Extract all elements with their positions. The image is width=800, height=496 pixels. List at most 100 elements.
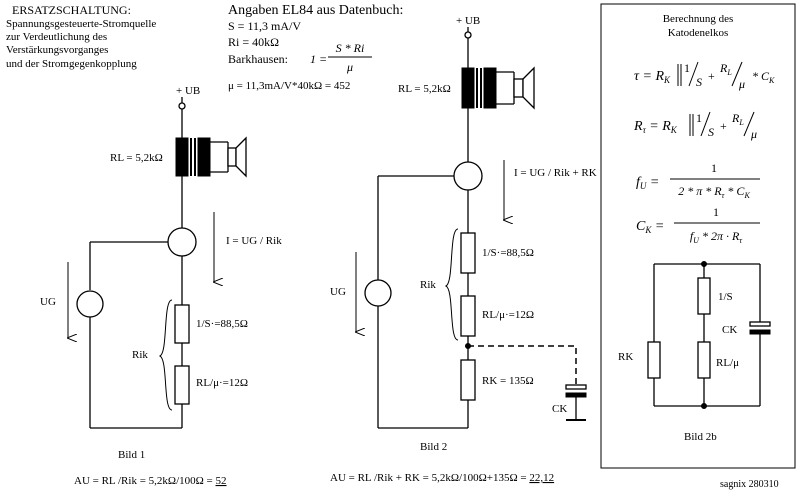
left-desc-line-2: zur Verdeutlichung des [6, 31, 107, 43]
bild1-gain-result: 52 [216, 475, 227, 487]
formula-tau-mu: μ [738, 77, 745, 91]
formula-ck-denominator: fU * 2π · Rτ [690, 229, 743, 245]
bild2-supply-label: + UB [456, 15, 480, 27]
bild1-r2-label: RL/μ·=12Ω [196, 377, 248, 389]
left-desc-line-1: Spannungsgesteuerte-Stromquelle [6, 18, 156, 30]
bild1-rik-label: Rik [132, 349, 148, 361]
barkhausen-numerator: S * Ri [336, 41, 365, 55]
bild2b-resistor-rk [647, 341, 661, 379]
bild2-capacitor-dashed-wire [468, 345, 577, 384]
bild1-ug-label: UG [40, 296, 56, 308]
formula-rtau-slash-2 [743, 111, 755, 137]
mu-calculation: μ = 11,3mA/V*40kΩ = 452 [228, 80, 350, 92]
formula-tau-s: S [696, 75, 702, 89]
bild1-caption: Bild 1 [118, 449, 145, 461]
bild2-resistor-rk [460, 359, 476, 401]
circuit-bild-2: + UB RL = 5,2kΩ I = UG / Rik + RK UG [330, 15, 597, 484]
bild2b-resistor-s [697, 277, 711, 315]
bild1-signal-source [76, 290, 104, 318]
formula-ck-numerator: 1 [713, 205, 719, 219]
formula-fu: fU = 1 2 * π * Rτ * CK [636, 161, 760, 200]
formula-rtau-slash-1 [700, 111, 711, 137]
formula-fu-denominator: 2 * π * Rτ * CK [678, 184, 750, 200]
formula-tau-slash-1 [688, 61, 699, 87]
bild2b-rs-label: 1/S [718, 291, 733, 303]
formula-tau-rl: RL [719, 61, 732, 77]
bild2-r2-label: RL/μ·=12Ω [482, 309, 534, 321]
bild1-primary-winding [175, 137, 189, 177]
bild2-ug-label: UG [330, 286, 346, 298]
bild2-rl-label: RL = 5,2kΩ [398, 83, 451, 95]
formula-tau-lhs: τ = RK [634, 69, 671, 85]
bild2-gain-prefix: AU = RL /Rik + RK = 5,2kΩ/100Ω+135Ω = [330, 472, 529, 484]
bild1-secondary-winding [197, 137, 211, 177]
bild2-signal-source [364, 279, 392, 307]
bild2b-ck-label: CK [722, 324, 737, 336]
bild2-gain-result: 22,12 [529, 472, 554, 484]
left-desc-line-3: Verstärkungsvorganges [6, 44, 108, 56]
bild2-current-label: I = UG / Rik + RK [514, 167, 597, 179]
left-title: ERSATZSCHALTUNG: [12, 3, 131, 17]
formula-ck: CK = 1 fU * 2π · Rτ [636, 205, 760, 245]
datasheet-info: Angaben EL84 aus Datenbuch: S = 11,3 mA/… [228, 3, 403, 92]
bild1-rik-brace [158, 299, 173, 411]
formula-fu-numerator: 1 [711, 161, 717, 175]
katodenelko-frame [600, 3, 796, 469]
bild2-ck-label: CK [552, 403, 567, 415]
bild2-speaker-magnet [513, 78, 524, 98]
formula-tau-ck: * CK [752, 69, 775, 85]
bild1-supply-terminal [178, 102, 186, 110]
bild2b-circuit: RK 1/S RL/μ CK [618, 261, 771, 409]
datasheet-s-value: S = 11,3 mA/V [228, 19, 301, 33]
formula-tau-one: 1 [684, 61, 690, 75]
bild2-speaker-cone [522, 66, 535, 110]
bild1-supply-label: + UB [176, 85, 200, 97]
bild2-rik-brace [444, 228, 459, 341]
bild2-secondary-winding [483, 67, 497, 109]
bild1-r1-label: 1/S·=88,5Ω [196, 318, 248, 330]
signature: sagnix 280310 [720, 479, 779, 490]
katodenelko-panel: Berechnung des Katodenelkos τ = RK 1 S +… [600, 3, 796, 469]
formula-rtau-rl: RL [731, 111, 744, 127]
circuit-bild-1: + UB RL = 5,2kΩ I = UG / Rik UG [40, 85, 282, 487]
formula-tau: τ = RK 1 S + RL μ * CK [634, 61, 775, 91]
formula-rtau-plus: + [720, 119, 727, 133]
bild2b-caption: Bild 2b [684, 431, 717, 443]
bild2-r1-label: 1/S·=88,5Ω [482, 247, 534, 259]
formula-fu-lhs: fU = [636, 175, 659, 191]
bild1-current-source [167, 227, 197, 257]
bild2b-capacitor-plate-top [749, 321, 771, 327]
datasheet-title: Angaben EL84 aus Datenbuch: [228, 3, 403, 18]
datasheet-ri-value: Ri = 40kΩ [228, 35, 279, 49]
barkhausen-denominator: μ [346, 60, 353, 74]
bild1-speaker-cone [235, 136, 247, 178]
bild2b-rl-label: RL/μ [716, 357, 739, 369]
panel-title-line-1: Berechnung des [663, 13, 734, 25]
formula-rtau-mu: μ [750, 127, 757, 141]
bild2-supply-terminal [464, 31, 472, 39]
formula-ck-lhs: CK = [636, 219, 664, 235]
barkhausen-label: Barkhausen: [228, 52, 288, 66]
left-description: ERSATZSCHALTUNG: Spannungsgesteuerte-Str… [6, 3, 156, 70]
formula-tau-plus: + [708, 69, 715, 83]
bild2-capacitor-plate-bottom [565, 392, 587, 398]
formula-rtau-one: 1 [696, 111, 702, 125]
formula-tau-slash-2 [731, 61, 743, 87]
bild1-gain-prefix: AU = RL /Rik = 5,2kΩ/100Ω = [74, 475, 216, 487]
bild1-gain-formula: AU = RL /Rik = 5,2kΩ/100Ω = 52 [74, 475, 227, 487]
formula-r-tau: Rτ = RK 1 S + RL μ [633, 111, 757, 141]
left-desc-line-4: und der Stromgegenkopplung [6, 58, 137, 70]
bild2-gain-formula: AU = RL /Rik + RK = 5,2kΩ/100Ω+135Ω = 22… [330, 472, 554, 484]
bild2-resistor-1-s [460, 232, 476, 274]
formula-rtau-lhs: Rτ = RK [633, 119, 678, 135]
bild2-primary-winding [461, 67, 475, 109]
bild2-current-source [453, 161, 483, 191]
bild1-resistor-2-rl-mu [174, 365, 190, 405]
bild2-caption: Bild 2 [420, 441, 447, 453]
panel-title-line-2: Katodenelkos [668, 27, 728, 39]
bild2b-rk-label: RK [618, 351, 633, 363]
bild2b-resistor-rl-mu [697, 341, 711, 379]
barkhausen-mu-eq: 1 = [310, 52, 327, 66]
